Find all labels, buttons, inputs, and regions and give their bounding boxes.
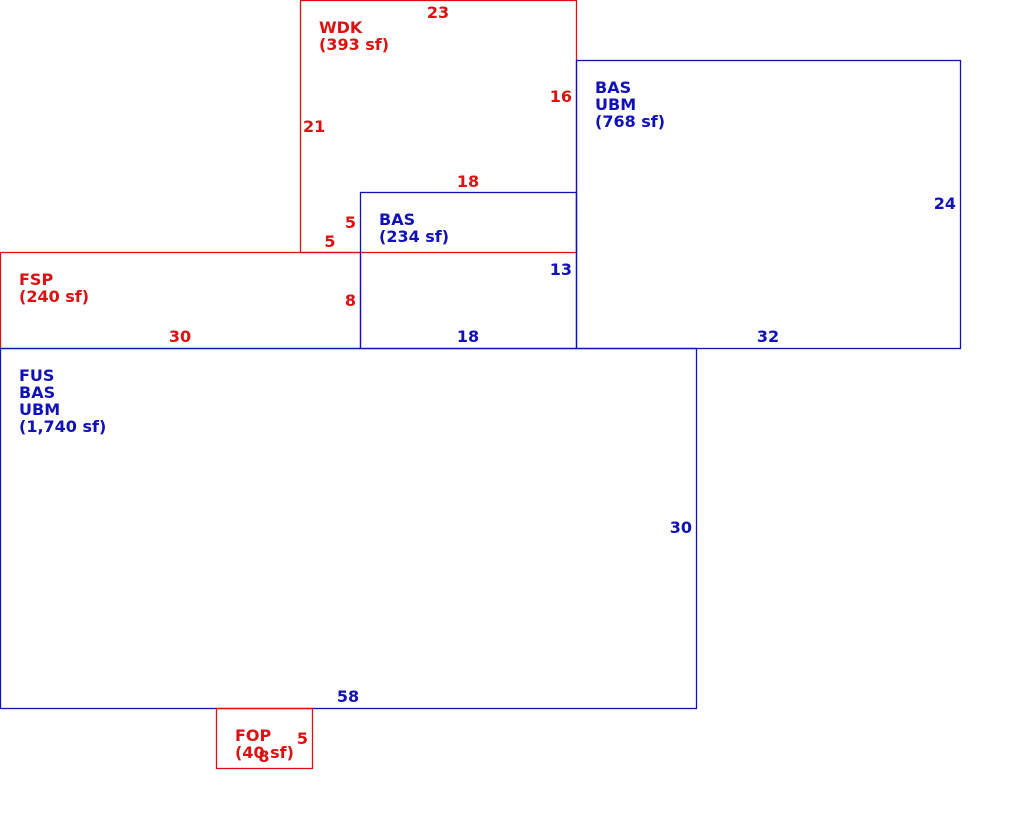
area-bas-234-label-line: BAS bbox=[379, 210, 415, 229]
area-fsp-label-line: (240 sf) bbox=[19, 287, 89, 306]
area-fop: FOP (40 sf) 5 8 bbox=[215, 707, 314, 770]
area-fus-bas-ubm-label-line: (1,740 sf) bbox=[19, 417, 106, 436]
area-bas-ubm-768-label-line: BAS bbox=[595, 78, 631, 97]
dimension-label: 58 bbox=[337, 687, 359, 706]
dimension-label: 5 bbox=[324, 232, 335, 251]
dimension-label: 8 bbox=[345, 291, 356, 310]
dimension-label: 30 bbox=[670, 518, 692, 537]
area-bas-234-label: BAS (234 sf) bbox=[379, 210, 449, 246]
area-bas-ubm-768-label: BAS UBM (768 sf) bbox=[595, 78, 665, 131]
area-fop-label-line: (40 sf) bbox=[235, 743, 294, 762]
dimension-label: 5 bbox=[345, 213, 356, 232]
dimension-label: 5 bbox=[297, 729, 308, 748]
area-fop-outline bbox=[215, 707, 314, 770]
dimension-label: 8 bbox=[258, 747, 269, 766]
area-fus-bas-ubm-label: FUS BAS UBM (1,740 sf) bbox=[19, 366, 106, 436]
dimension-label: 21 bbox=[303, 117, 325, 136]
dimension-label: 24 bbox=[934, 194, 956, 213]
area-fsp-label: FSP (240 sf) bbox=[19, 270, 89, 306]
dimension-label: 16 bbox=[550, 87, 572, 106]
area-wdk-label: WDK (393 sf) bbox=[319, 18, 389, 54]
dimension-label: 18 bbox=[457, 327, 479, 346]
area-bas-234: BAS (234 sf) 13 18 bbox=[359, 191, 578, 350]
area-bas-ubm-768-label-line: (768 sf) bbox=[595, 112, 665, 131]
dimension-label: 32 bbox=[757, 327, 779, 346]
area-bas-234-label-line: (234 sf) bbox=[379, 227, 449, 246]
area-fop-label-line: FOP bbox=[235, 726, 272, 745]
dimension-label: 23 bbox=[427, 3, 449, 22]
dimension-label: 13 bbox=[550, 260, 572, 279]
area-wdk-label-line: (393 sf) bbox=[319, 35, 389, 54]
area-fus-bas-ubm-label-line: BAS bbox=[19, 383, 55, 402]
dimension-label: 30 bbox=[169, 327, 191, 346]
area-fsp: FSP (240 sf) 8 30 bbox=[0, 251, 362, 350]
area-fsp-label-line: FSP bbox=[19, 270, 53, 289]
area-wdk: WDK (393 sf) 23 16 21 18 5 5 bbox=[299, 0, 578, 254]
area-fus-bas-ubm: FUS BAS UBM (1,740 sf) 30 58 bbox=[0, 347, 698, 710]
area-fop-label: FOP (40 sf) bbox=[235, 726, 294, 762]
area-fus-bas-ubm-outline bbox=[0, 347, 698, 710]
area-fus-bas-ubm-label-line: FUS bbox=[19, 366, 54, 385]
area-fus-bas-ubm-label-line: UBM bbox=[19, 400, 60, 419]
area-bas-ubm-768-label-line: UBM bbox=[595, 95, 636, 114]
dimension-label: 18 bbox=[457, 172, 479, 191]
area-wdk-label-line: WDK bbox=[319, 18, 363, 37]
area-bas-ubm-768: BAS UBM (768 sf) 24 32 bbox=[575, 59, 962, 350]
